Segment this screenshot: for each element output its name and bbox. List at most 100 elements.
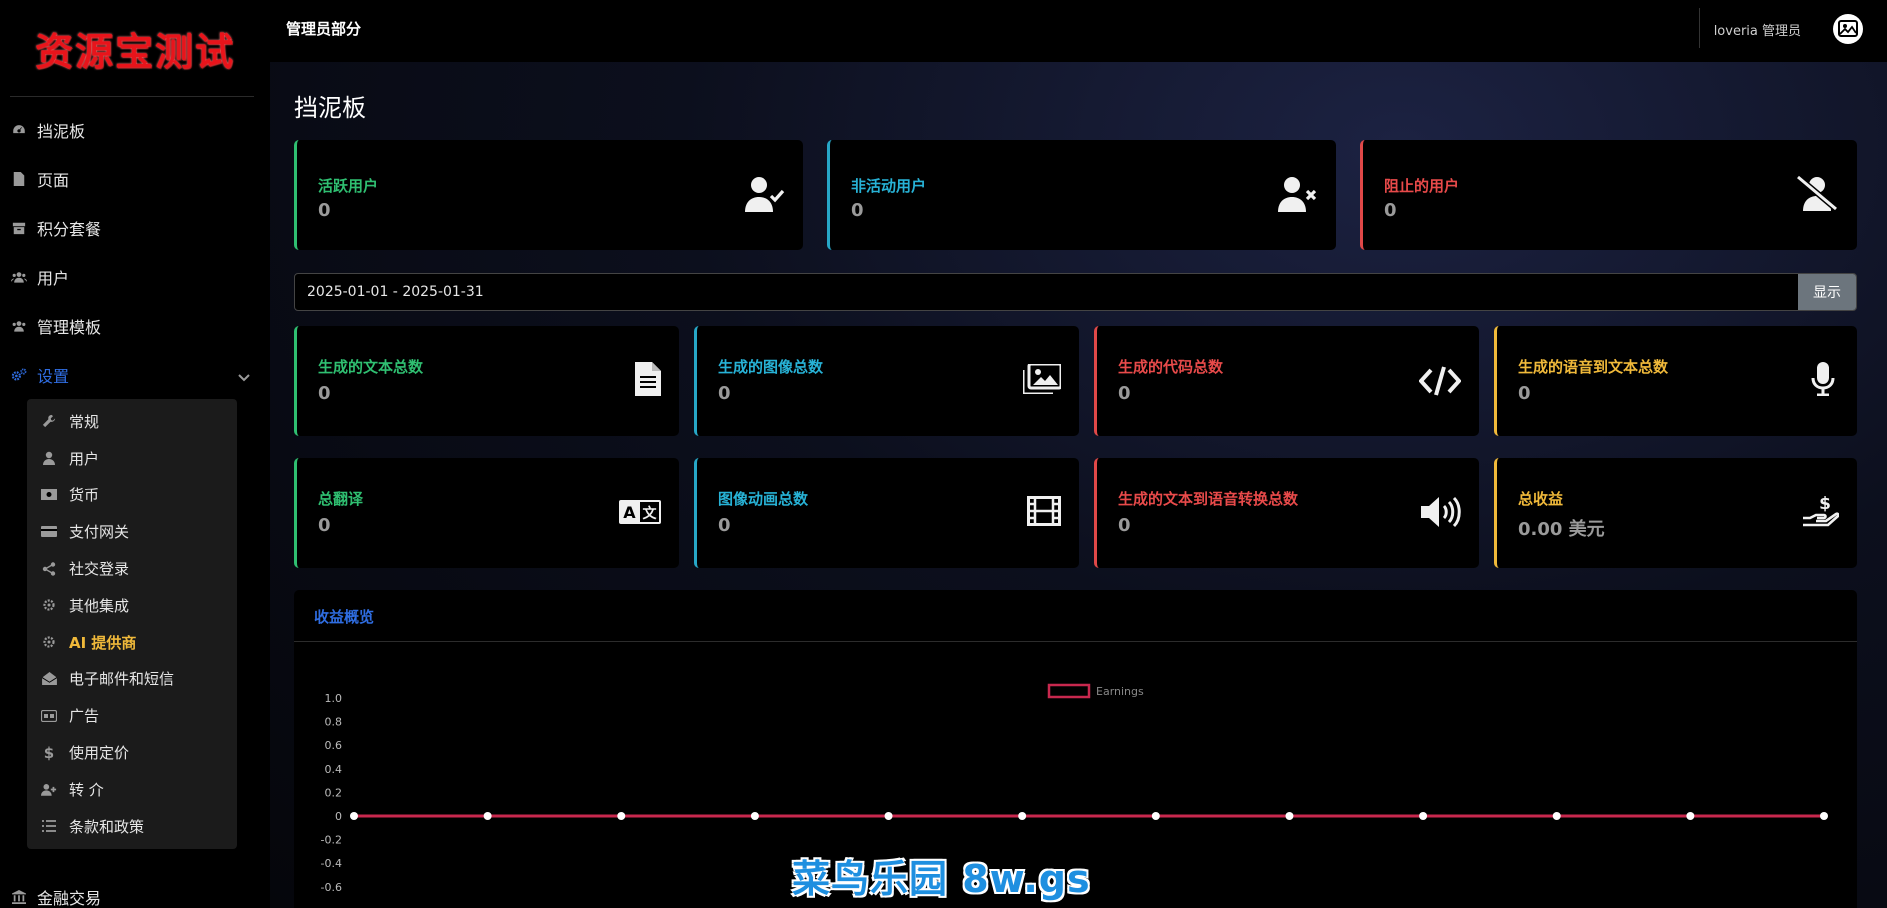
user-name[interactable]: loveria 管理员 — [1713, 24, 1801, 39]
submenu-item-label: 条款和政策 — [69, 817, 145, 836]
image-icon — [1838, 20, 1858, 37]
data-point — [1151, 812, 1160, 820]
logo[interactable]: 资源宝测试 — [34, 28, 235, 74]
card-value: 0 — [318, 515, 331, 536]
data-point — [1419, 812, 1428, 820]
share-icon — [41, 561, 57, 576]
data-point — [483, 812, 492, 820]
y-tick-label: -0.4 — [321, 857, 342, 870]
data-point — [350, 812, 358, 820]
submenu-item-label: 支付网关 — [69, 523, 130, 542]
sidebar-item-pages[interactable]: 页面 — [0, 154, 270, 203]
sidebar-item-label: 管理模板 — [37, 317, 102, 337]
card-blocked-users: 阻止的用户 0 — [1360, 140, 1857, 250]
logo-divider — [10, 96, 254, 97]
user-times-icon — [1278, 176, 1318, 216]
sidebar-item-label: 金融交易 — [37, 888, 102, 908]
gear-icon — [41, 635, 57, 649]
card-value: 0.00 美元 — [1518, 519, 1605, 540]
card-total-image-animations: 图像动画总数 0 — [694, 458, 1079, 568]
submenu-item-social-login[interactable]: 社交登录 — [27, 550, 237, 587]
submenu-item-email-sms[interactable]: 电子邮件和短信 — [27, 661, 237, 698]
film-icon — [1027, 496, 1061, 530]
data-point — [1018, 812, 1027, 820]
submenu-item-label: 社交登录 — [69, 560, 130, 579]
y-tick-label: -0.6 — [321, 881, 342, 894]
page-title: 挡泥板 — [294, 94, 366, 122]
users-icon — [11, 318, 27, 334]
sidebar: 资源宝测试 挡泥板 页面 积分套餐 用户 — [0, 0, 270, 908]
sidebar-item-financial-transactions[interactable]: 金融交易 — [0, 872, 101, 908]
svg-text:$: $ — [1819, 494, 1831, 514]
submenu-item-usage-pricing[interactable]: $ 使用定价 — [27, 734, 237, 771]
card-total-code: 生成的代码总数 0 — [1094, 326, 1479, 436]
y-tick-label: 0.8 — [325, 716, 343, 729]
box-icon — [11, 220, 27, 236]
submenu-item-terms-policies[interactable]: 条款和政策 — [27, 808, 237, 845]
sidebar-item-dashboard[interactable]: 挡泥板 — [0, 105, 270, 154]
card-value: 0 — [318, 383, 331, 404]
avatar[interactable] — [1833, 14, 1863, 44]
card-label: 活跃用户 — [318, 177, 379, 195]
card-inactive-users: 非活动用户 0 — [827, 140, 1336, 250]
submenu-item-payment-gateway[interactable]: 支付网关 — [27, 513, 237, 550]
submenu-item-label: 其他集成 — [69, 596, 130, 615]
sidebar-item-label: 挡泥板 — [37, 121, 86, 141]
ad-icon — [41, 709, 57, 722]
hand-dollar-icon: $ — [1803, 494, 1840, 532]
submenu-item-ai-providers[interactable]: AI 提供商 — [27, 624, 237, 661]
submenu-item-label: 电子邮件和短信 — [69, 670, 175, 689]
submenu-item-general[interactable]: 常规 — [27, 403, 237, 440]
data-point — [617, 812, 626, 820]
sidebar-item-settings[interactable]: 设置 — [0, 350, 270, 399]
volume-icon — [1421, 496, 1461, 532]
envelope-icon — [41, 672, 57, 686]
gear-icon — [41, 598, 57, 612]
submenu-item-other-integrations[interactable]: 其他集成 — [27, 587, 237, 624]
submenu-item-referral[interactable]: 转 介 — [27, 771, 237, 808]
data-point — [884, 812, 893, 820]
topbar-title: 管理员部分 — [286, 20, 362, 38]
card-label: 阻止的用户 — [1384, 177, 1460, 195]
submenu-item-label: AI 提供商 — [69, 633, 137, 652]
y-tick-label: 0 — [335, 810, 342, 823]
date-range-input[interactable] — [295, 274, 1812, 310]
bank-icon — [11, 889, 27, 905]
card-value: 0 — [718, 515, 731, 536]
card-value: 0 — [1384, 200, 1397, 221]
card-total-speech-to-text: 生成的语音到文本总数 0 — [1494, 326, 1857, 436]
svg-text:文: 文 — [643, 505, 658, 522]
y-tick-label: -0.2 — [321, 834, 342, 847]
sidebar-item-credit-packages[interactable]: 积分套餐 — [0, 203, 270, 252]
card-label: 总翻译 — [318, 490, 364, 508]
submenu-item-users[interactable]: 用户 — [27, 440, 237, 477]
chart-divider — [294, 641, 1857, 642]
show-button[interactable]: 显示 — [1798, 274, 1856, 310]
settings-submenu: 常规 用户 货币 支付网关 社交登录 其他集成 AI 提供商 电子邮件和短信 — [27, 399, 237, 849]
submenu-item-ads[interactable]: 广告 — [27, 697, 237, 734]
submenu-item-label: 用户 — [69, 449, 100, 468]
user-check-icon — [745, 176, 785, 216]
chevron-down-icon — [238, 367, 250, 386]
microphone-icon — [1811, 362, 1835, 400]
card-label: 生成的文本总数 — [318, 358, 424, 376]
submenu-item-currency[interactable]: 货币 — [27, 477, 237, 514]
sidebar-item-label: 积分套餐 — [37, 219, 102, 239]
data-point — [1686, 812, 1695, 820]
data-point — [1820, 812, 1828, 820]
svg-text:A: A — [623, 503, 636, 522]
y-tick-label: 0.2 — [325, 786, 343, 799]
legend-label: Earnings — [1096, 685, 1144, 698]
sidebar-item-users[interactable]: 用户 — [0, 252, 270, 301]
main-content: 挡泥板 活跃用户 0 非活动用户 0 阻止的用户 0 显示 生成的文本总数 0 … — [270, 62, 1887, 908]
code-icon — [1418, 366, 1462, 400]
sidebar-item-manage-templates[interactable]: 管理模板 — [0, 301, 270, 350]
card-total-earnings: 总收益 0.00 美元 $ — [1494, 458, 1857, 568]
card-value: 0 — [1118, 383, 1131, 404]
sidebar-item-label: 设置 — [37, 366, 70, 386]
watermark: 菜鸟乐园 8w.gs — [792, 857, 1091, 901]
data-point — [1285, 812, 1294, 820]
data-point — [1552, 812, 1561, 820]
